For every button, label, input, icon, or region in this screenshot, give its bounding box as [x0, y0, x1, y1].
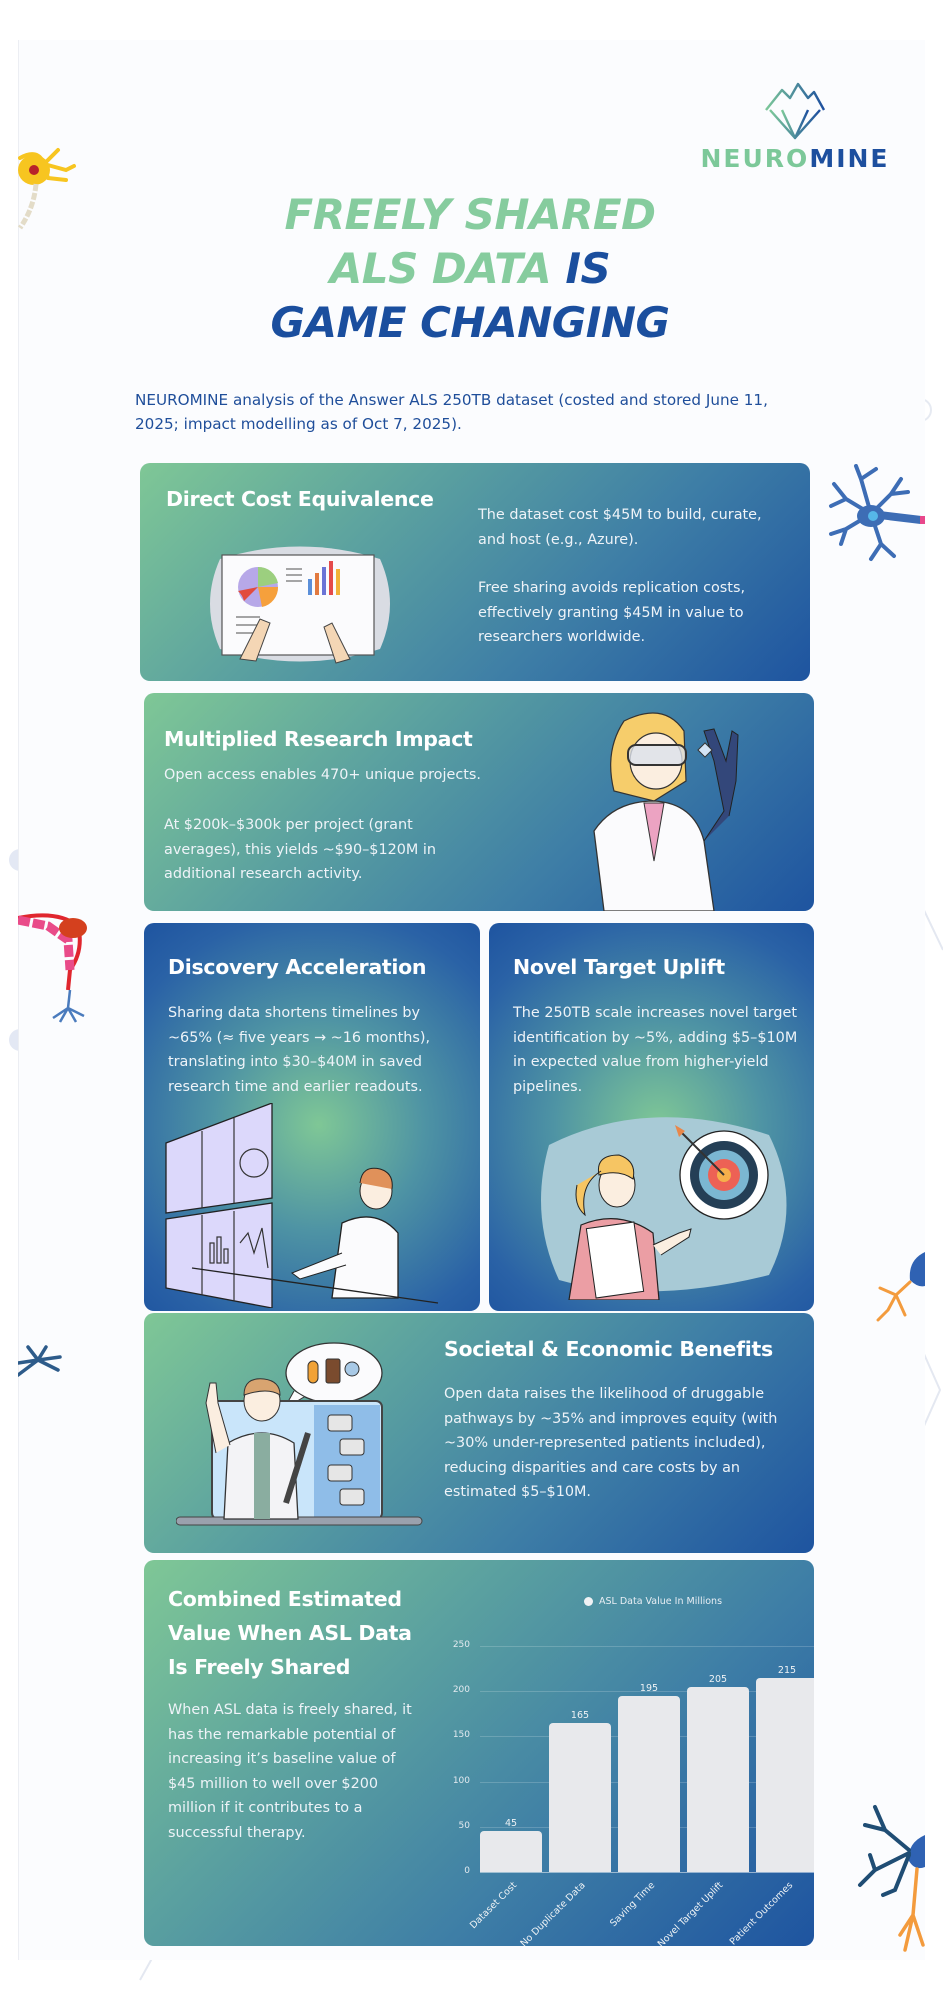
card-text: The 250TB scale increases novel target i… — [513, 1005, 798, 1095]
title-line-2-blue: IS — [565, 244, 611, 293]
card-title: Discovery Acceleration — [168, 955, 427, 979]
intro-text: NEUROMINE analysis of the Answer ALS 250… — [135, 391, 768, 433]
title-line-2-green: ALS DATA — [329, 244, 552, 293]
title-line-3: GAME CHANGING — [270, 298, 670, 347]
doctor-illustration-icon — [176, 1342, 423, 1526]
blue-neuron-icon — [829, 464, 925, 561]
target-illustration-icon — [541, 1117, 787, 1300]
bar-novel-target-uplift[interactable] — [687, 1687, 749, 1872]
logo-text-blue: MINE — [809, 144, 890, 173]
x-axis-label: No Duplicate Data — [518, 1880, 588, 1946]
bar-value-label: 215 — [777, 1665, 797, 1676]
x-axis-label: Patient Outcomes — [727, 1880, 795, 1946]
y-tick: 250 — [452, 1640, 470, 1650]
mountain-diamond-icon — [762, 82, 828, 140]
bar-no-duplicate-data[interactable] — [549, 1723, 611, 1872]
card-discovery-acceleration: Discovery Acceleration Sharing data shor… — [144, 923, 480, 1311]
yellow-neuron-icon — [18, 148, 76, 230]
card-text: Open data raises the likelihood of drugg… — [444, 1386, 778, 1500]
analyst-screens-illustration-icon — [165, 1103, 439, 1308]
title-line-1: FREELY SHARED — [284, 190, 656, 239]
card-combined-value: Combined Estimated Value When ASL Data I… — [144, 1560, 814, 1946]
scientist-illustration-icon — [593, 712, 739, 911]
card-text: At $200k–$300k per project (grant averag… — [164, 817, 437, 882]
logo-text-green: NEURO — [700, 144, 810, 173]
card-title: Direct Cost Equivalence — [166, 487, 434, 511]
card-text: Sharing data shortens timelines by ~65% … — [168, 1005, 431, 1095]
card-text: Open access enables 470+ unique projects… — [164, 767, 481, 783]
card-text: The dataset cost $45M to build, curate, … — [478, 507, 762, 548]
orange-neuron-icon — [876, 1252, 925, 1322]
bar-value-label: 205 — [708, 1674, 728, 1685]
card-societal-economic-benefits: Societal & Economic Benefits Open data r… — [144, 1313, 814, 1553]
bar-saving-time[interactable] — [618, 1696, 680, 1872]
dendrite-icon — [18, 1345, 62, 1377]
x-axis-label: Dataset Cost — [467, 1880, 519, 1932]
y-tick: 100 — [452, 1776, 470, 1786]
bar-value-label: 165 — [570, 1710, 590, 1721]
card-title: Combined Estimated Value When ASL Data I… — [168, 1587, 412, 1679]
neuromine-logo: NEUROMINE — [690, 80, 900, 180]
y-tick: 150 — [452, 1730, 470, 1740]
legend-swatch-icon — [584, 1597, 593, 1606]
card-novel-target-uplift: Novel Target Uplift The 250TB scale incr… — [489, 923, 814, 1311]
bar-chart: ASL Data Value In Millions 250 200 150 1… — [444, 1590, 814, 1946]
bar-value-label: 195 — [639, 1683, 659, 1694]
card-research-impact: Multiplied Research Impact Open access e… — [144, 693, 814, 911]
bar-dataset-cost[interactable] — [480, 1831, 542, 1872]
card-text: Free sharing avoids replication costs, e… — [478, 580, 746, 645]
dark-blue-neuron-icon — [858, 1805, 925, 1952]
dashboard-illustration-icon — [210, 546, 390, 664]
legend-label: ASL Data Value In Millions — [599, 1596, 723, 1607]
chart-legend: ASL Data Value In Millions — [584, 1596, 722, 1607]
x-axis-label: Saving Time — [607, 1880, 657, 1930]
card-title: Multiplied Research Impact — [164, 727, 473, 751]
x-axis-label: Novel Target Uplift — [656, 1880, 726, 1946]
card-text: When ASL data is freely shared, it has t… — [168, 1702, 412, 1841]
card-title: Societal & Economic Benefits — [444, 1337, 773, 1361]
y-tick: 0 — [464, 1866, 470, 1876]
y-tick: 200 — [452, 1685, 470, 1695]
card-title: Novel Target Uplift — [513, 955, 725, 979]
page-title: FREELY SHARED ALS DATA IS GAME CHANGING — [180, 188, 760, 350]
card-direct-cost: Direct Cost Equivalence The dataset cost… — [140, 463, 810, 681]
bar-patient-outcomes[interactable] — [756, 1678, 814, 1872]
red-neuron-icon — [18, 913, 87, 1023]
y-tick: 50 — [458, 1821, 470, 1831]
bar-value-label: 45 — [504, 1818, 518, 1829]
